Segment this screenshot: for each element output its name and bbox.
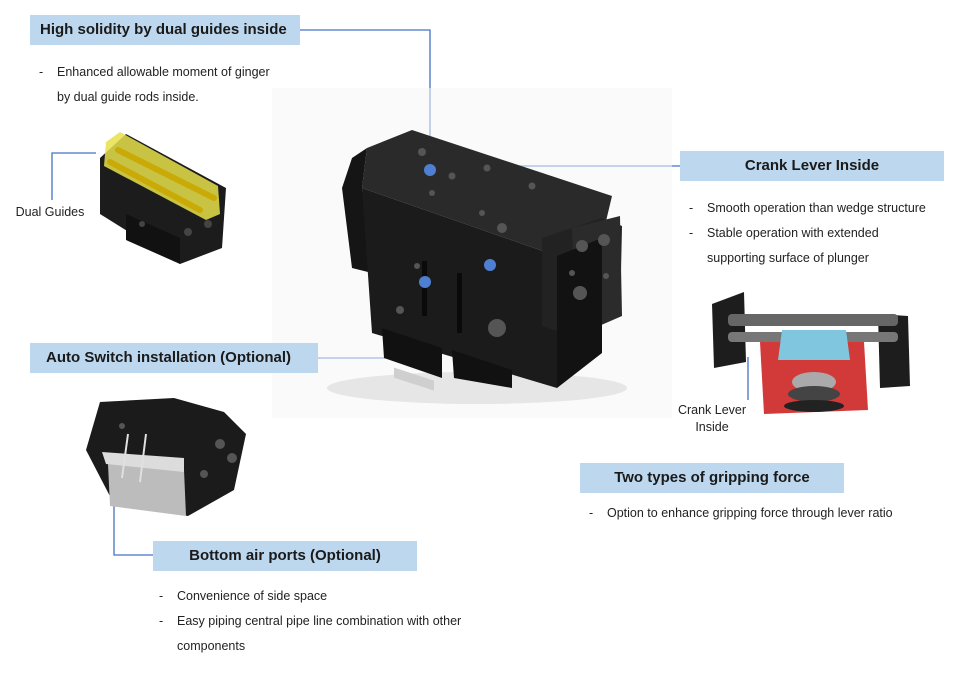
auto-switch-image bbox=[86, 398, 246, 516]
dash: - bbox=[159, 613, 164, 628]
tag-two-types: Two types of gripping force bbox=[580, 463, 844, 493]
label-crank-line2: Inside bbox=[695, 420, 729, 434]
dot-dual-guides bbox=[424, 164, 436, 176]
label-dual-guides: Dual Guides bbox=[15, 205, 85, 219]
desc-dual-guides: -Enhanced allowable moment of ginger by … bbox=[39, 59, 270, 109]
dot-crank-lever bbox=[484, 259, 496, 271]
desc-line: components bbox=[177, 638, 246, 653]
tag-bottom-ports: Bottom air ports (Optional) bbox=[153, 541, 417, 571]
dash: - bbox=[689, 200, 694, 215]
tag-auto-switch: Auto Switch installation (Optional) bbox=[30, 343, 318, 373]
tag-crank-lever: Crank Lever Inside bbox=[680, 151, 944, 181]
desc-line: Easy piping central pipe line combinatio… bbox=[177, 613, 462, 628]
dash: - bbox=[589, 505, 594, 520]
leader-dual-guides-small bbox=[51, 152, 96, 200]
desc-line: by dual guide rods inside. bbox=[57, 89, 199, 104]
dot-auto-switch bbox=[419, 276, 431, 288]
dual-guides-image bbox=[100, 132, 226, 264]
tag-dual-guides: High solidity by dual guides inside bbox=[30, 15, 300, 45]
label-crank-lever: Crank Lever Inside bbox=[668, 402, 756, 436]
desc-bottom-ports: -Convenience of side space -Easy piping … bbox=[159, 583, 461, 658]
dash: - bbox=[39, 64, 44, 79]
crank-lever-image bbox=[712, 292, 910, 414]
label-crank-line1: Crank Lever bbox=[677, 403, 747, 417]
desc-line: Enhanced allowable moment of ginger bbox=[57, 64, 270, 79]
main-gripper-image bbox=[272, 88, 672, 418]
desc-line: supporting surface of plunger bbox=[707, 250, 869, 265]
desc-line: Convenience of side space bbox=[177, 588, 328, 603]
desc-crank-lever: -Smooth operation than wedge structure -… bbox=[689, 195, 926, 270]
desc-line: Stable operation with extended bbox=[707, 225, 879, 240]
dash: - bbox=[159, 588, 164, 603]
desc-two-types: -Option to enhance gripping force throug… bbox=[589, 500, 893, 525]
desc-line: Option to enhance gripping force through… bbox=[607, 505, 893, 520]
dash: - bbox=[689, 225, 694, 240]
desc-line: Smooth operation than wedge structure bbox=[707, 200, 926, 215]
